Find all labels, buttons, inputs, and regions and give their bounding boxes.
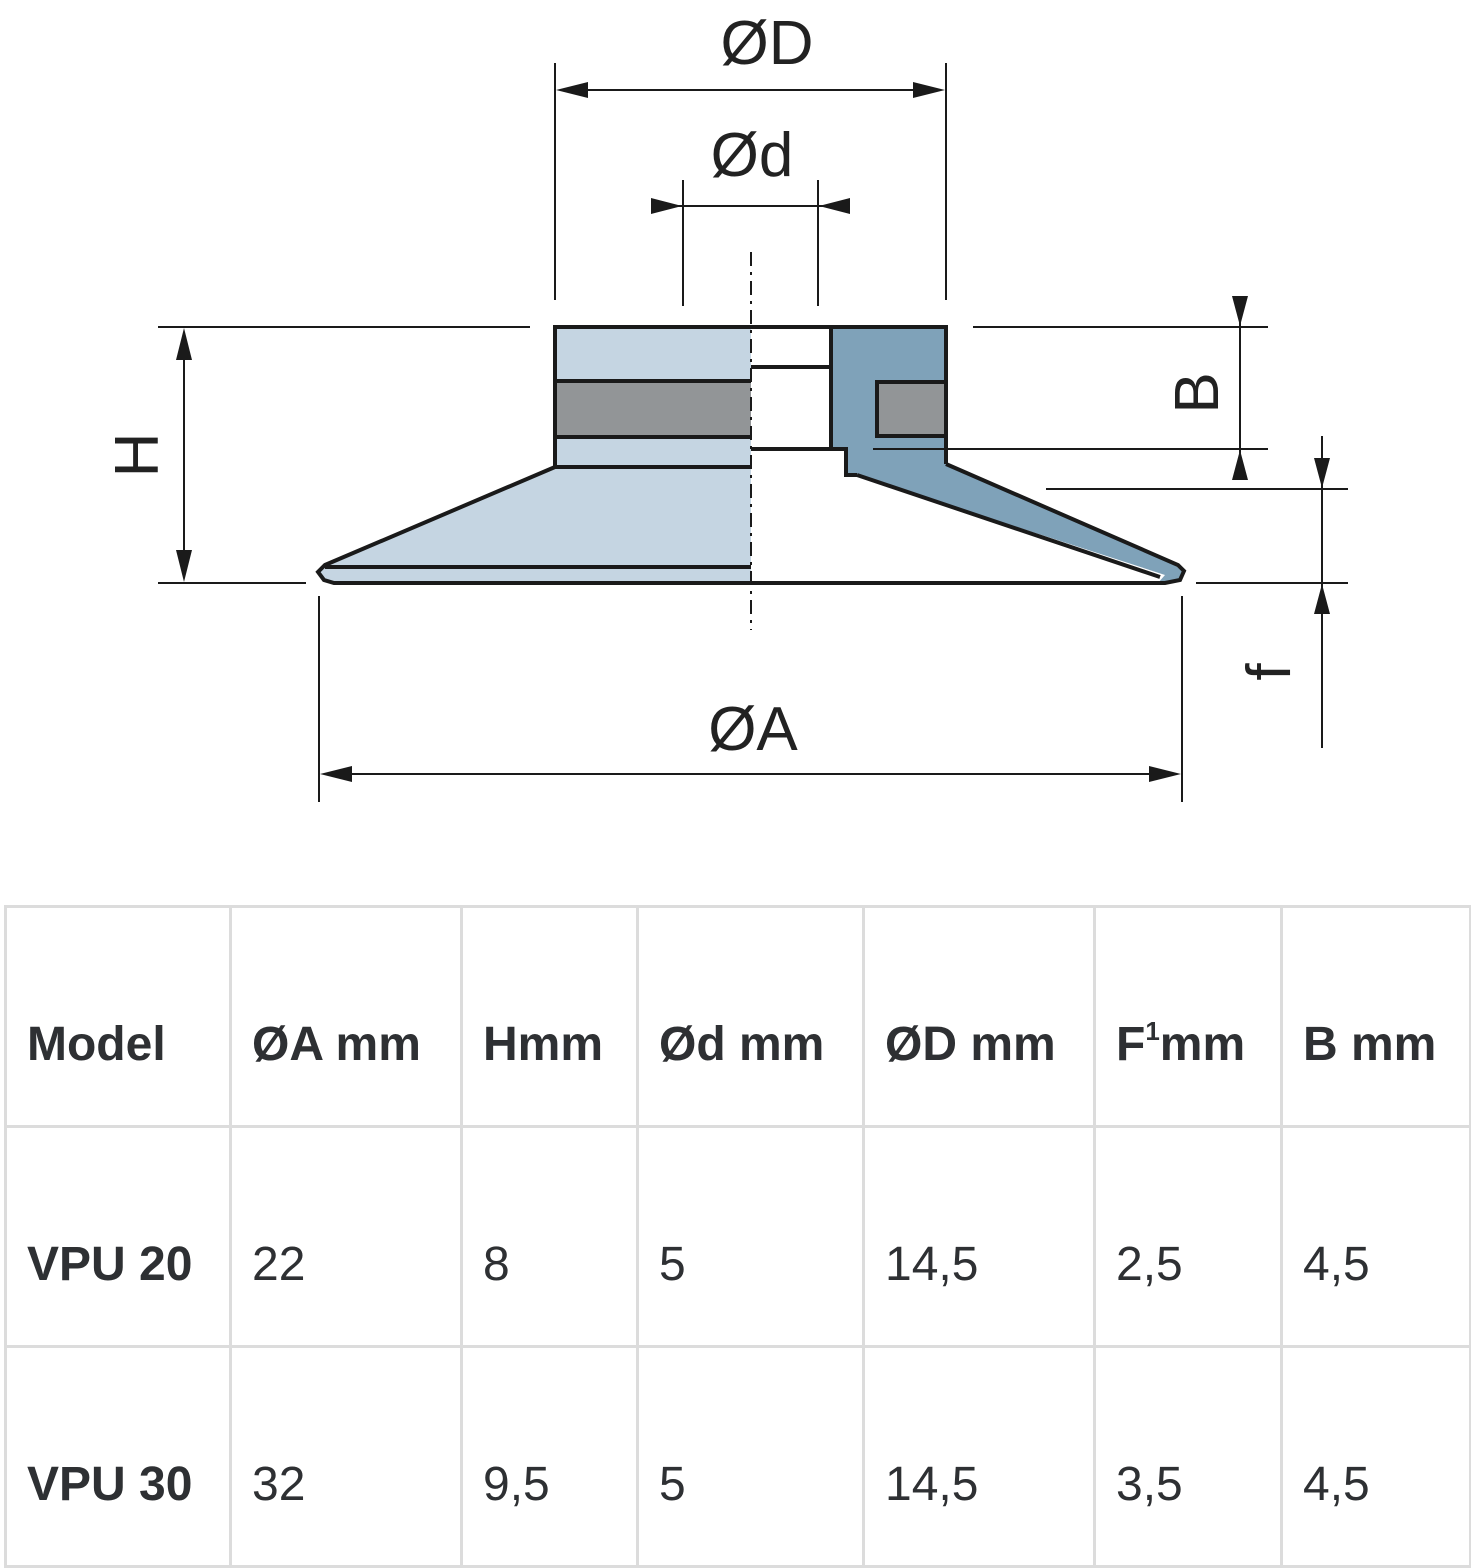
cup-outline	[315, 325, 1187, 585]
label-f: f	[1235, 663, 1304, 681]
dimension-H: H	[103, 326, 530, 584]
header-f: F1mm	[1093, 905, 1283, 1128]
specs-table: Model ØA mm Hmm Ød mm ØD mm F1mm B mm VP…	[4, 905, 1471, 1568]
header-a: ØA mm	[229, 905, 463, 1128]
cell-b: 4,5	[1280, 1125, 1471, 1348]
cell-d-large: 14,5	[862, 1345, 1096, 1568]
cell-a: 22	[229, 1125, 463, 1348]
cell-d-large: 14,5	[862, 1125, 1096, 1348]
header-h: Hmm	[460, 905, 639, 1128]
header-d-large: ØD mm	[862, 905, 1096, 1128]
cell-a: 32	[229, 1345, 463, 1568]
suction-cup-drawing: ØD Ød H B f	[103, 9, 1348, 802]
cell-d-small: 5	[636, 1345, 865, 1568]
dimension-B: B	[873, 296, 1268, 480]
insert-left	[557, 383, 751, 435]
header-b: B mm	[1280, 905, 1471, 1128]
label-B: B	[1163, 372, 1232, 413]
cup-right-section	[751, 327, 1184, 583]
cell-b: 4,5	[1280, 1345, 1471, 1568]
header-f-unit: mm	[1159, 1018, 1246, 1071]
label-d: Ød	[711, 121, 794, 190]
cell-model: VPU 20	[4, 1125, 232, 1348]
label-D: ØD	[721, 9, 814, 78]
dimension-d: Ød	[651, 121, 850, 306]
cell-h: 8	[460, 1125, 639, 1348]
cell-f: 2,5	[1093, 1125, 1283, 1348]
label-H: H	[103, 433, 172, 478]
label-A: ØA	[708, 695, 798, 764]
table-row: VPU 20 22 8 5 14,5 2,5 4,5	[4, 1125, 1471, 1348]
dimension-D: ØD	[554, 9, 947, 300]
header-d-small: Ød mm	[636, 905, 865, 1128]
header-f-letter: F	[1116, 1018, 1146, 1071]
table-row: VPU 30 32 9,5 5 14,5 3,5 4,5	[4, 1345, 1471, 1568]
header-f-footnote: 1	[1145, 1016, 1160, 1046]
dimension-A: ØA	[318, 596, 1183, 802]
cell-h: 9,5	[460, 1345, 639, 1568]
cell-f: 3,5	[1093, 1345, 1283, 1568]
table-header-row: Model ØA mm Hmm Ød mm ØD mm F1mm B mm	[4, 905, 1471, 1128]
cell-d-small: 5	[636, 1125, 865, 1348]
dimension-f: f	[1046, 436, 1348, 748]
cup-left-half	[318, 327, 751, 583]
cell-model: VPU 30	[4, 1345, 232, 1568]
header-model: Model	[4, 905, 232, 1128]
insert-right	[877, 382, 944, 436]
